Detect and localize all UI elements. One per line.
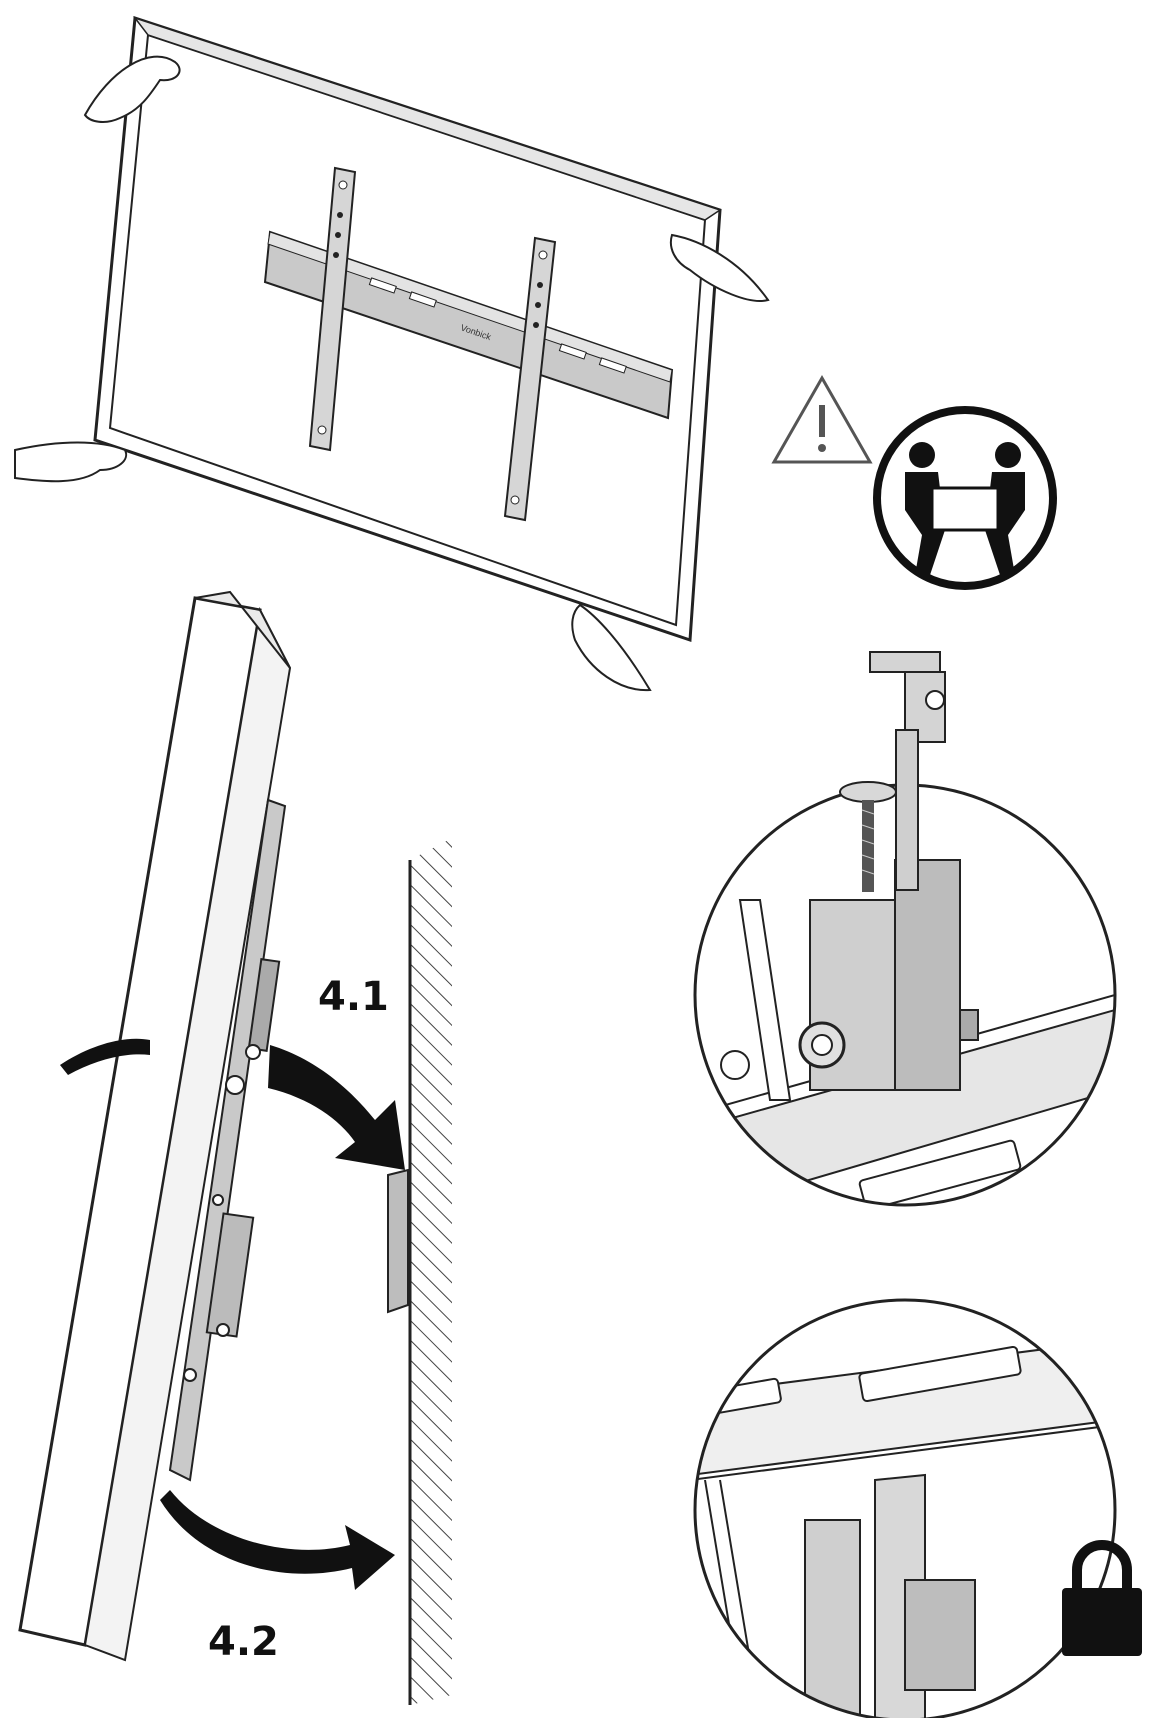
arrow-swing-down xyxy=(160,1490,395,1590)
vertical-bracket-left xyxy=(308,166,357,452)
wall-plate-side xyxy=(387,1168,409,1314)
lock-icon xyxy=(1062,1540,1142,1656)
vertical-bracket-right xyxy=(503,236,557,522)
screw-and-top-bracket xyxy=(839,651,946,892)
tv-side-view xyxy=(18,590,292,1662)
hand-top-right xyxy=(670,233,770,302)
detail-callout-locked xyxy=(693,1298,1117,1718)
detail-callout-screw xyxy=(693,783,1117,1207)
arrow-hook-on xyxy=(268,1045,405,1170)
step-label-4-2: 4.2 xyxy=(208,1619,279,1665)
step-label-4-1: 4.1 xyxy=(318,974,389,1020)
two-person-lift-icon xyxy=(873,406,1057,590)
hand-bottom-right xyxy=(571,603,652,692)
hand-top-left xyxy=(83,55,181,123)
hand-bottom-left xyxy=(14,441,128,483)
wall-plate-rail: Vonbick xyxy=(263,230,674,420)
wall-hatched xyxy=(408,838,452,1705)
warning-triangle-icon xyxy=(771,374,873,464)
side-bracket-assembly xyxy=(168,798,287,1482)
arrow-swing-left xyxy=(60,1038,150,1075)
